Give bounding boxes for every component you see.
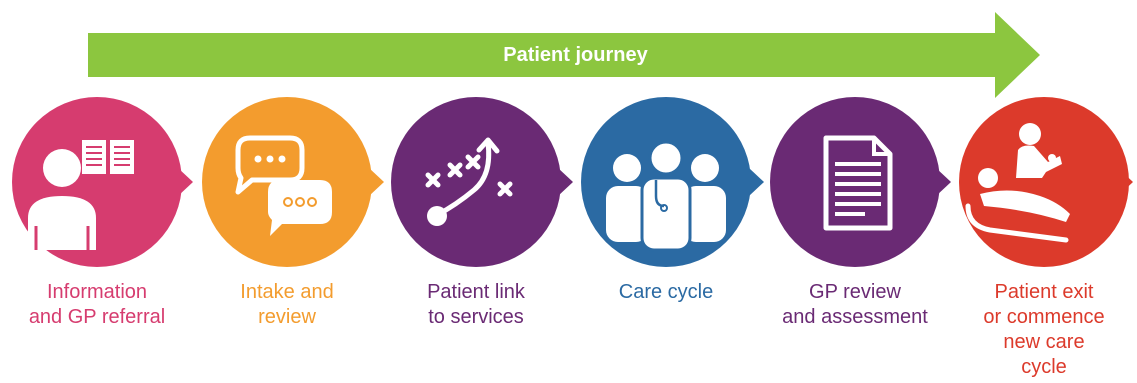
step-label-patient-link-services: Patient link to services	[427, 281, 525, 328]
care-team-icon	[581, 97, 764, 267]
step-label-information-gp-referral: Information and GP referral	[28, 281, 166, 328]
document-icon	[770, 97, 951, 267]
step-label-gp-review-assessment: GP review and assessment	[782, 281, 928, 328]
step-label-intake-review: Intake and review	[240, 281, 334, 328]
reading-person-icon	[12, 97, 193, 267]
patient-journey-arrow	[88, 12, 1040, 98]
step-label-care-cycle: Care cycle	[618, 281, 714, 303]
strategy-play-icon	[391, 97, 573, 267]
step-label-patient-exit: Patient exit or commence new care cycle	[983, 281, 1105, 378]
chat-bubbles-icon	[202, 97, 384, 267]
patient-journey-label: Patient journey	[503, 43, 648, 66]
patient-bed-icon	[959, 97, 1133, 267]
